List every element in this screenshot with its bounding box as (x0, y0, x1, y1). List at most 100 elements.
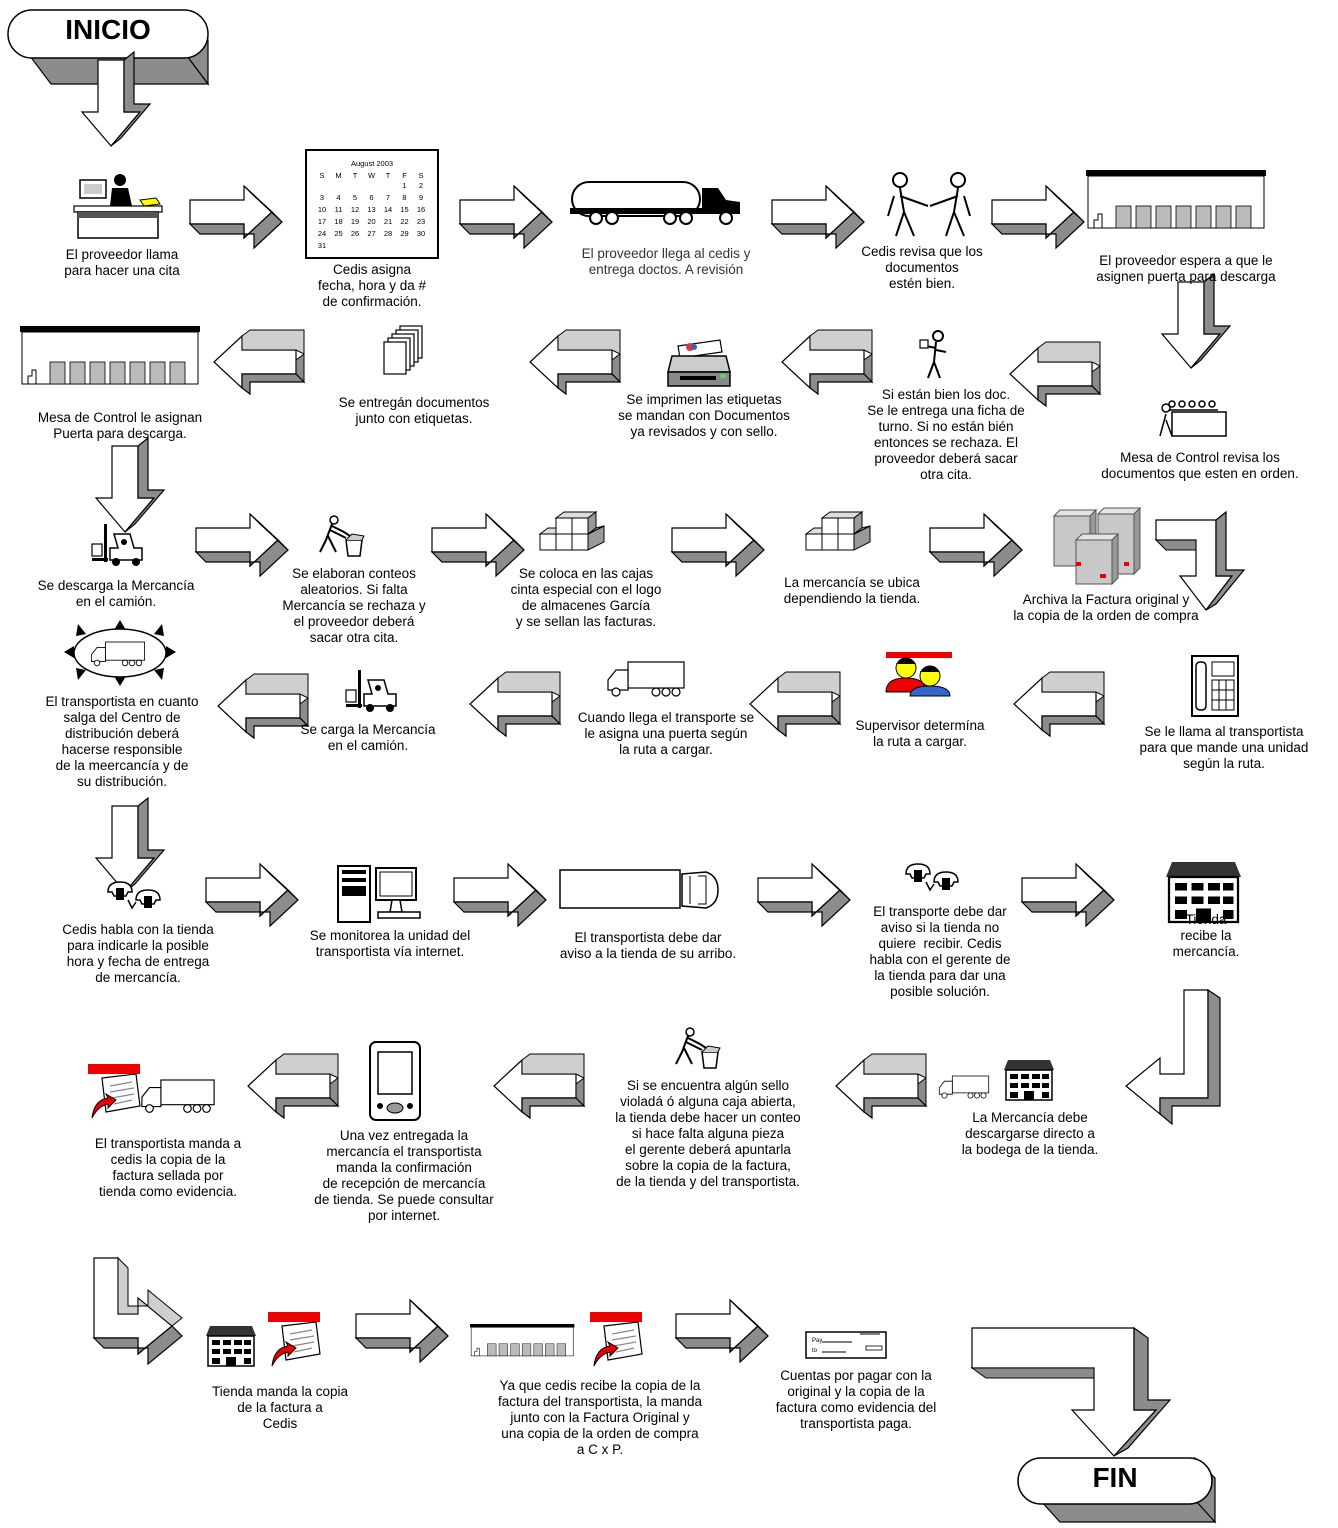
step-31-caption: Ya que cedis recibe la copia de la factu… (497, 1378, 703, 1457)
calendar-date: 20 (367, 217, 375, 226)
file-servers-icon (1052, 506, 1142, 586)
calendar-date: 11 (335, 205, 343, 214)
step-28-caption: Una vez entregada la mercancía el transp… (314, 1128, 494, 1223)
pda-device-icon (369, 1041, 421, 1121)
arrow-right-11 (757, 863, 851, 927)
calendar-date: 6 (369, 193, 373, 202)
step-30-caption: Tienda manda la copia de la factura a Ce… (211, 1384, 349, 1431)
arrow-right-2 (459, 185, 553, 249)
calendar-date: 21 (384, 217, 392, 226)
calendar-date: 9 (419, 193, 423, 202)
arrow-left-6 (469, 671, 561, 737)
label-printer-icon (667, 339, 731, 387)
step-25-caption: Tienda recibe la mercancía. (1172, 912, 1240, 959)
calendar-date: 15 (400, 205, 408, 214)
warehouse-icon (469, 1323, 575, 1357)
arrow-down-2 (1161, 273, 1231, 369)
arrow-right-12 (1021, 863, 1115, 927)
phones-icon (905, 863, 959, 891)
calendar-weekday: S (418, 171, 423, 180)
step-24-caption: El transporte debe dar aviso si la tiend… (869, 904, 1011, 999)
calendar-weekday: T (386, 171, 391, 180)
calendar-date: 22 (400, 217, 408, 226)
control-desk-icon (1159, 400, 1227, 437)
calendar-date: 31 (318, 241, 326, 250)
inspector-worker-icon (675, 1027, 721, 1069)
calendar-date: 14 (384, 205, 392, 214)
step-14-caption: La mercancía se ubica dependiendo la tie… (783, 575, 921, 606)
step-18-caption: Cuando llega el transporte se le asigna … (577, 710, 755, 757)
tanker-truck-icon (570, 181, 740, 225)
calendar-weekday: F (402, 171, 407, 180)
check-to-label: to (812, 1348, 818, 1354)
end-label: FIN (1092, 1462, 1138, 1493)
arrow-left-9 (247, 1053, 339, 1119)
check-pay-label: Pay (812, 1338, 822, 1344)
calendar-date: 16 (417, 205, 425, 214)
calendar-date: 2 (419, 181, 423, 190)
arrow-right-5 (195, 513, 289, 577)
inspector-worker-icon (319, 515, 365, 557)
step-19-caption: Se carga la Mercancía en el camión. (300, 722, 436, 753)
calendar-date: 10 (318, 205, 326, 214)
store-icon (205, 1325, 257, 1367)
calendar-weekday: M (335, 171, 341, 180)
arrow-left-5 (217, 673, 309, 739)
calendar-date: 1 (402, 181, 406, 190)
warehouse-icon (19, 325, 201, 385)
step-26-caption: La Mercancía debe descargarse directo a … (961, 1110, 1099, 1157)
step-5-caption: El proveedor espera a que le asignen pue… (1096, 253, 1276, 284)
corner-arrow-left-1 (1125, 988, 1221, 1126)
truck-icon (141, 1079, 215, 1113)
forklift-icon (91, 523, 143, 567)
step-32-caption: Cuentas por pagar con la original y la c… (775, 1368, 937, 1431)
arrow-left-11 (835, 1053, 927, 1119)
step-6-caption: Mesa de Control revisa los documentos qu… (1101, 450, 1299, 481)
arrow-right-1 (189, 185, 283, 249)
step-12-caption: Se elaboran conteos aleatorios. Si falta… (282, 566, 426, 645)
telephone-icon (1191, 655, 1239, 717)
calendar-weekday: T (353, 171, 358, 180)
documents-stack-icon (383, 325, 423, 375)
calendar-date: 5 (353, 193, 357, 202)
end-terminal (1017, 1456, 1217, 1524)
arrow-right-7 (671, 513, 765, 577)
step-7-caption: Si están bien los doc. Se le entrega una… (867, 387, 1025, 482)
step-13-caption: Se coloca en las cajas cinta especial co… (510, 566, 662, 629)
calendar-date: 3 (320, 193, 324, 202)
invoice-copy-icon (87, 1063, 141, 1119)
calendar-date: 29 (400, 229, 408, 238)
calendar-date: 25 (334, 229, 342, 238)
arrow-right-3 (771, 185, 865, 249)
reception-desk-icon (73, 174, 163, 239)
corner-arrow-down-final (970, 1326, 1172, 1457)
arrow-down-3 (95, 437, 165, 533)
step-23-caption: El transportista debe dar aviso a la tie… (559, 930, 737, 961)
arrow-down-4 (95, 797, 165, 893)
stacked-boxes-icon (805, 511, 871, 551)
calendar-date: 27 (367, 229, 375, 238)
step-27-caption: Si se encuentra algún sello violadá ó al… (615, 1078, 801, 1189)
step-15-caption: Archiva la Factura original y la copia d… (1013, 592, 1199, 623)
calendar-date: 7 (386, 193, 390, 202)
arrow-left-1 (213, 329, 305, 395)
calendar-date: 4 (336, 193, 340, 202)
calendar-date: 8 (402, 193, 406, 202)
arrow-left-7 (749, 671, 841, 737)
calendar-weekday: W (368, 171, 376, 180)
step-17-caption: Supervisor determína la ruta a cargar. (855, 718, 985, 749)
step-22-caption: Se monitorea la unidad del transportista… (309, 928, 471, 959)
step-10-caption: Mesa de Control le asignan Puerta para d… (37, 410, 203, 441)
corner-arrow-right-1 (92, 1256, 183, 1366)
phones-icon (107, 881, 161, 909)
forklift-icon (345, 669, 397, 713)
step-20-caption: El transportista en cuanto salga del Cen… (45, 694, 199, 789)
calendar-date: 19 (351, 217, 359, 226)
step-21-caption: Cedis habla con la tienda para indicarle… (62, 922, 214, 985)
step-4-caption: Cedis revisa que los documentos estén bi… (861, 244, 983, 291)
arrow-right-9 (205, 863, 299, 927)
step-29-caption: El transportista manda a cedis la copia … (94, 1136, 242, 1199)
taped-boxes-icon (539, 511, 605, 551)
